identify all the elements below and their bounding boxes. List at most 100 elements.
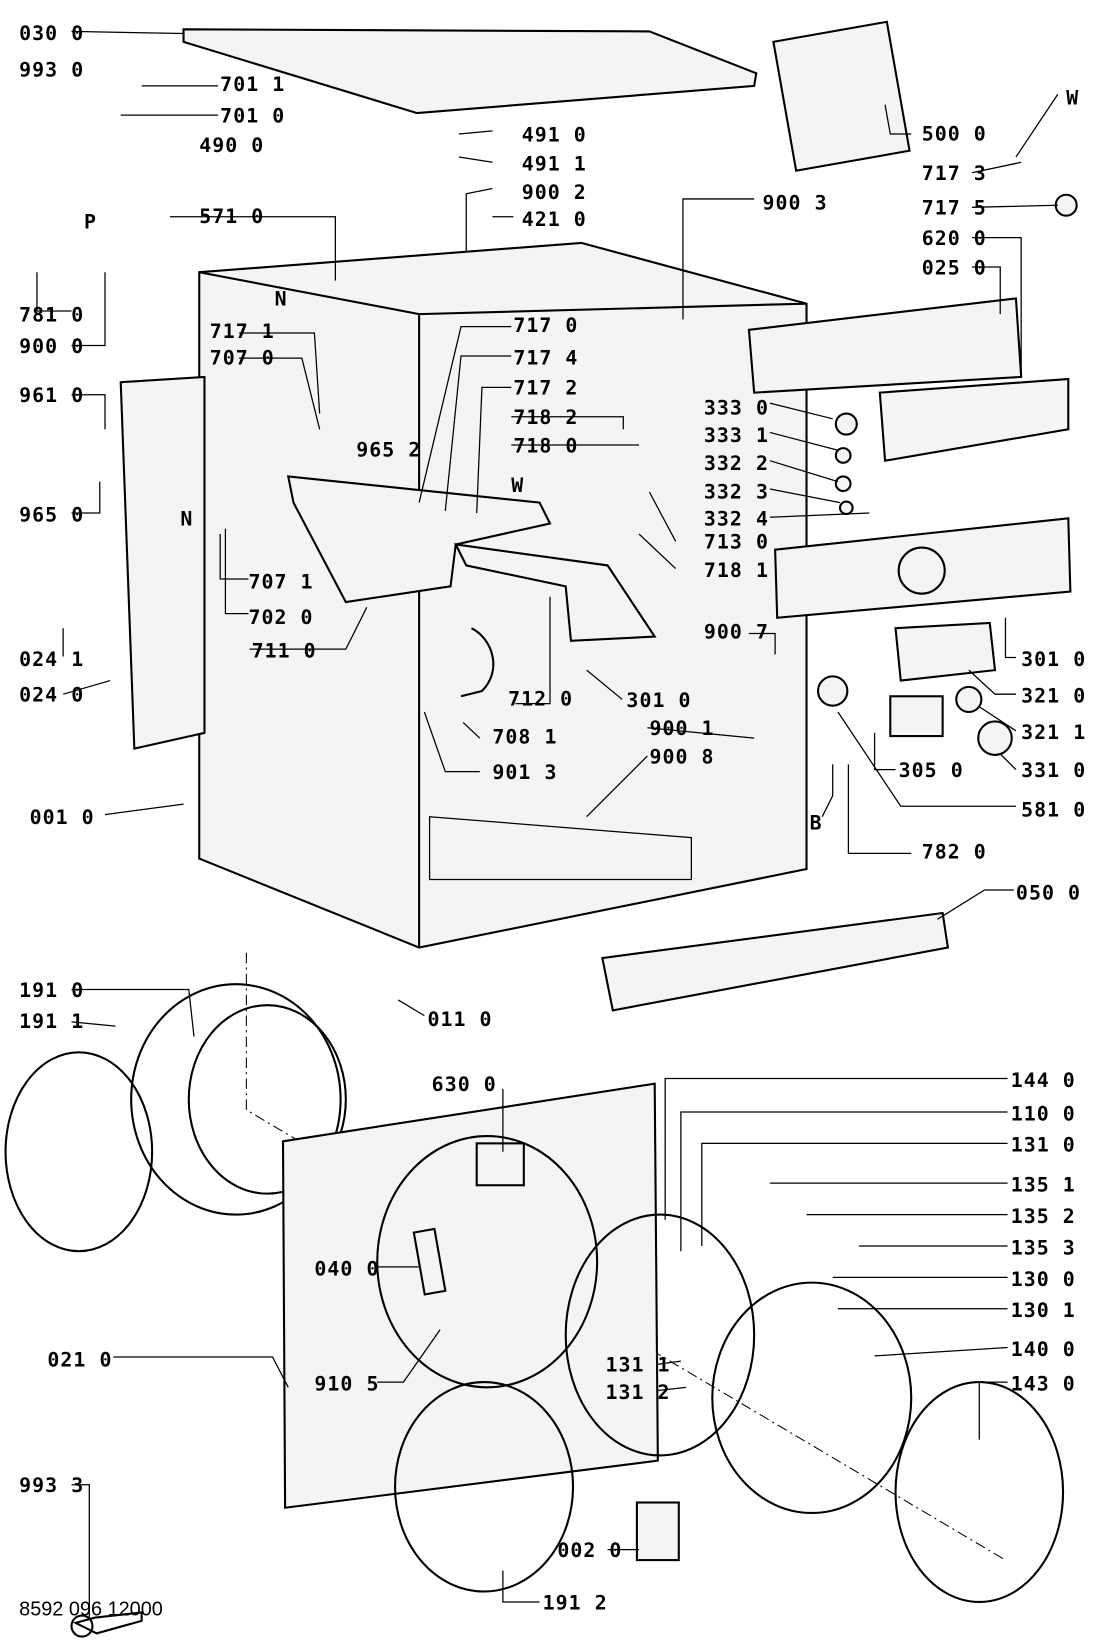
part-label: 321 1 xyxy=(1021,721,1086,744)
part-label: 332 2 xyxy=(704,452,769,475)
part-label: 713 0 xyxy=(704,531,769,554)
part-label: 620 0 xyxy=(922,227,987,250)
part-label: 301 0 xyxy=(1021,648,1086,671)
part-label: 717 0 xyxy=(513,314,578,337)
part-label: 711 0 xyxy=(252,640,317,663)
part-label: 135 1 xyxy=(1011,1174,1076,1197)
part-label: 191 1 xyxy=(19,1010,84,1033)
part-label: 707 1 xyxy=(248,570,313,593)
part-label: 781 0 xyxy=(19,303,84,326)
part-label: P xyxy=(84,210,97,233)
part-label: 321 0 xyxy=(1021,685,1086,708)
part-label: N xyxy=(275,288,288,311)
part-label: 900 7 xyxy=(704,621,769,644)
part-label: 782 0 xyxy=(922,841,987,864)
part-label: 191 2 xyxy=(543,1591,608,1614)
part-label: 965 0 xyxy=(19,503,84,526)
part-label: 901 3 xyxy=(492,761,557,784)
part-label: 135 2 xyxy=(1011,1205,1076,1228)
dispenser-drawer xyxy=(453,543,657,642)
programme-knob xyxy=(977,720,1013,756)
part-label: 021 0 xyxy=(47,1348,112,1371)
display-board xyxy=(878,377,1070,462)
wrench-icon xyxy=(72,1611,143,1635)
part-label: 143 0 xyxy=(1011,1372,1076,1395)
part-label: 131 0 xyxy=(1011,1134,1076,1157)
part-label: 910 5 xyxy=(314,1372,379,1395)
door-frame xyxy=(564,1213,756,1457)
part-label: 717 1 xyxy=(210,320,275,343)
part-label: B xyxy=(810,811,823,834)
part-label: 332 4 xyxy=(704,508,769,531)
part-label: 707 0 xyxy=(210,346,275,369)
part-label: 024 0 xyxy=(19,684,84,707)
door-glass xyxy=(711,1281,913,1515)
part-label: 717 4 xyxy=(513,346,578,369)
part-label: 900 2 xyxy=(522,181,587,204)
hose xyxy=(460,627,495,698)
part-label: 050 0 xyxy=(1016,881,1081,904)
part-label: 993 3 xyxy=(19,1474,84,1497)
part-label: 002 0 xyxy=(557,1539,622,1562)
part-label: 718 0 xyxy=(513,434,578,457)
part-label: 961 0 xyxy=(19,384,84,407)
door-bellow xyxy=(130,983,342,1216)
part-label: 717 5 xyxy=(922,197,987,220)
drawing xyxy=(4,20,1078,1638)
part-label: 702 0 xyxy=(248,606,313,629)
part-label: 144 0 xyxy=(1011,1069,1076,1092)
part-label: 491 0 xyxy=(522,123,587,146)
part-label: 717 3 xyxy=(922,162,987,185)
part-label: 900 3 xyxy=(763,191,828,214)
detergent-dispenser xyxy=(286,475,552,604)
part-label: 900 0 xyxy=(19,335,84,358)
part-label: 011 0 xyxy=(427,1008,492,1031)
part-label: 900 1 xyxy=(649,717,714,740)
part-label: 333 0 xyxy=(704,397,769,420)
part-label: 717 2 xyxy=(513,377,578,400)
door-glass-cover xyxy=(4,1051,154,1253)
part-label: N xyxy=(180,508,193,531)
part-label: 333 1 xyxy=(704,424,769,447)
plinth xyxy=(601,911,950,1012)
part-label: 040 0 xyxy=(314,1257,379,1280)
part-label: 490 0 xyxy=(199,134,264,157)
diagram-code: 8592 096 12000 xyxy=(19,1599,163,1621)
part-label: 900 8 xyxy=(649,745,714,768)
part-label: 024 1 xyxy=(19,648,84,671)
top-cover xyxy=(182,28,758,115)
part-label: 191 0 xyxy=(19,979,84,1002)
part-label: 708 1 xyxy=(492,725,557,748)
part-label: 718 1 xyxy=(704,559,769,582)
part-label: 581 0 xyxy=(1021,799,1086,822)
part-label: 110 0 xyxy=(1011,1102,1076,1125)
part-label: 130 0 xyxy=(1011,1268,1076,1291)
part-label: 630 0 xyxy=(432,1073,497,1096)
knob-insert xyxy=(955,685,983,714)
part-label: 701 1 xyxy=(220,73,285,96)
cabinet xyxy=(198,241,808,949)
part-label: 135 3 xyxy=(1011,1236,1076,1259)
part-label: 130 1 xyxy=(1011,1299,1076,1322)
part-label: 025 0 xyxy=(922,256,987,279)
part-label: 030 0 xyxy=(19,22,84,45)
part-label: W xyxy=(1066,87,1079,110)
part-label: 712 0 xyxy=(508,688,573,711)
part-label: 131 2 xyxy=(605,1381,670,1404)
main-control-module xyxy=(772,20,911,172)
part-label: 571 0 xyxy=(199,205,264,228)
part-label: 331 0 xyxy=(1021,759,1086,782)
part-label: 718 2 xyxy=(513,406,578,429)
part-label: 491 1 xyxy=(522,153,587,176)
side-panel xyxy=(119,375,206,750)
part-label: W xyxy=(511,474,524,497)
part-label: 131 1 xyxy=(605,1354,670,1377)
pressure-switch-board xyxy=(889,695,944,738)
part-label: 001 0 xyxy=(30,806,95,829)
part-label: 500 0 xyxy=(922,122,987,145)
part-label: 965 2 xyxy=(356,439,421,462)
part-label: 701 0 xyxy=(220,105,285,128)
control-panel xyxy=(774,517,1072,619)
